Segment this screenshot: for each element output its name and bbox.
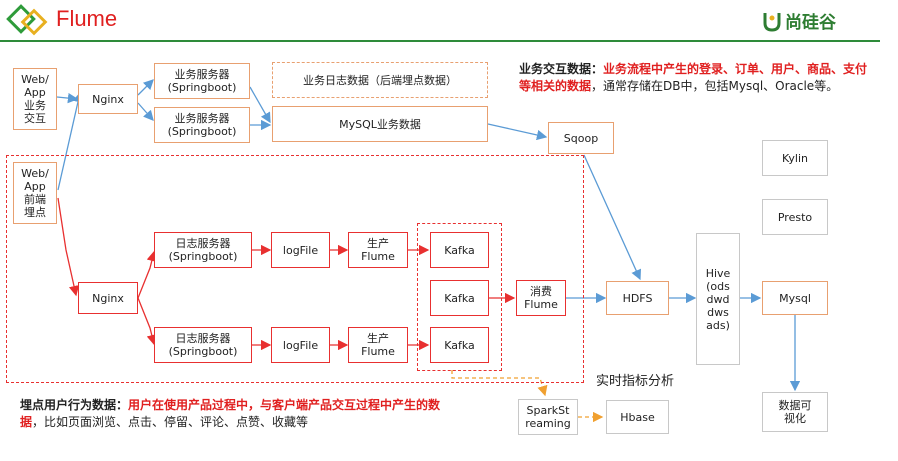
brand-name: 尚硅谷 [785, 13, 836, 33]
edge-nginx-log2 [137, 297, 157, 346]
business-note-rest: ，通常存储在DB中，包括Mysql、Oracle等。 [591, 79, 839, 93]
hdfs-node: HDFS [606, 281, 669, 315]
edge-track-nginx-top [57, 91, 84, 191]
realtime-label: 实时指标分析 [596, 374, 675, 389]
presto-node: Presto [762, 199, 828, 235]
edge-nginx-log1 [137, 250, 157, 299]
produce-flume-2-node: 生产 Flume [348, 327, 408, 363]
data-viz-node: 数据可 视化 [762, 392, 828, 432]
nginx-bottom-node: Nginx [78, 282, 138, 314]
edge-track-nginx [57, 197, 80, 297]
tracking-note-rest: ，比如页面浏览、点击、停留、评论、点赞、收藏等 [32, 415, 309, 429]
edge-biz1-mysql [249, 86, 271, 124]
mysql-biz-data-node: MySQL业务数据 [272, 106, 488, 142]
edge-sqoop-hdfs [583, 154, 641, 281]
biz-server-1-node: 业务服务器 (Springboot) [154, 63, 250, 99]
kafka-3-node: Kafka [430, 327, 489, 363]
kafka-2-node: Kafka [430, 280, 489, 316]
hive-node: Hive (ods dwd dws ads) [696, 233, 740, 365]
web-app-track-node: Web/ App 前端 埋点 [13, 162, 57, 224]
logfile-1-node: logFile [271, 232, 330, 268]
kylin-node: Kylin [762, 140, 828, 176]
edge-mysql-sqoop [487, 123, 548, 141]
edge-nginx-biz2 [137, 102, 154, 121]
edge-kafka-spark [451, 370, 548, 397]
tracking-note-key: 埋点用户行为数据： [20, 398, 129, 412]
logo-diamond-icon [6, 4, 52, 44]
logfile-2-node: logFile [271, 327, 330, 363]
kafka-1-node: Kafka [430, 232, 489, 268]
header-rule [0, 40, 880, 42]
produce-flume-1-node: 生产 Flume [348, 232, 408, 268]
tracking-pipeline-region [6, 155, 584, 383]
log-server-1-node: 日志服务器 (Springboot) [154, 232, 252, 268]
brand-logo-icon [763, 12, 781, 32]
biz-server-2-node: 业务服务器 (Springboot) [154, 107, 250, 143]
brand: 尚硅谷 [762, 8, 836, 33]
mysql-node: Mysql [762, 281, 828, 315]
nginx-top-node: Nginx [78, 84, 138, 114]
web-app-interact-node: Web/ App 业务 交互 [13, 68, 57, 130]
business-note-key: 业务交互数据： [519, 62, 604, 76]
biz-log-data-node: 业务日志数据（后端埋点数据） [272, 62, 488, 98]
sqoop-node: Sqoop [548, 122, 614, 154]
edge-nginx-biz1 [137, 79, 154, 96]
tracking-data-note: 埋点用户行为数据：用户在使用产品过程中，与客户端产品交互过程中产生的数据，比如页… [20, 397, 444, 431]
page-title: Flume [56, 6, 118, 31]
hbase-node: Hbase [606, 400, 669, 434]
tracking-note-highlight: 用户在使用产品过程中，与客户端产品交互过程中产生的数据 [20, 398, 441, 429]
spark-streaming-node: SparkSt reaming [518, 399, 578, 435]
edge-webapp-nginx [56, 92, 79, 104]
business-data-note: 业务交互数据：业务流程中产生的登录、订单、用户、商品、支付等相关的数据，通常存储… [519, 61, 871, 95]
consume-flume-node: 消费 Flume [516, 280, 566, 316]
business-note-highlight: 业务流程中产生的登录、订单、用户、商品、支付等相关的数据 [519, 62, 868, 93]
log-server-2-node: 日志服务器 (Springboot) [154, 327, 252, 363]
kafka-cluster-region [417, 223, 502, 371]
